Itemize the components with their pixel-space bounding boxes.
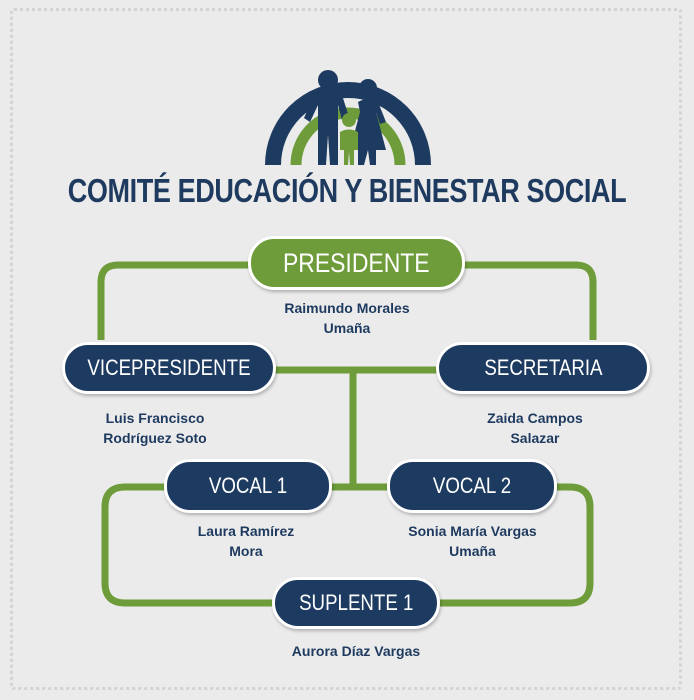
suplente1-badge: SUPLENTE 1: [272, 577, 440, 629]
vicepresidente-name: Luis Francisco Rodríguez Soto: [103, 410, 207, 446]
suplente1-label: SUPLENTE 1: [298, 590, 414, 615]
vocal2-badge: VOCAL 2: [387, 459, 557, 513]
vocal2-name: Sonia María Vargas Umaña: [408, 523, 537, 559]
presidente-name: Raimundo Morales Umaña: [284, 300, 410, 336]
vocal1-label: VOCAL 1: [208, 473, 288, 498]
presidente-label: PRESIDENTE: [283, 247, 430, 278]
secretaria-badge: SECRETARIA: [436, 342, 650, 394]
page-title: COMITÉ EDUCACIÓN Y BIENESTAR SOCIAL: [67, 172, 627, 209]
dotted-frame: [10, 8, 682, 690]
vocal2-label: VOCAL 2: [432, 473, 512, 498]
vocal1-badge: VOCAL 1: [164, 459, 332, 513]
vicepresidente-badge: VICEPRESIDENTE: [62, 342, 276, 394]
suplente1-name: Aurora Díaz Vargas: [291, 643, 421, 659]
presidente-badge: PRESIDENTE: [248, 236, 465, 290]
family-logo-icon: [265, 70, 431, 166]
vocal1-name: Laura Ramírez Mora: [197, 523, 295, 559]
secretaria-label: SECRETARIA: [483, 355, 603, 380]
vicepresidente-label: VICEPRESIDENTE: [87, 355, 251, 380]
secretaria-name: Zaida Campos Salazar: [487, 410, 583, 446]
